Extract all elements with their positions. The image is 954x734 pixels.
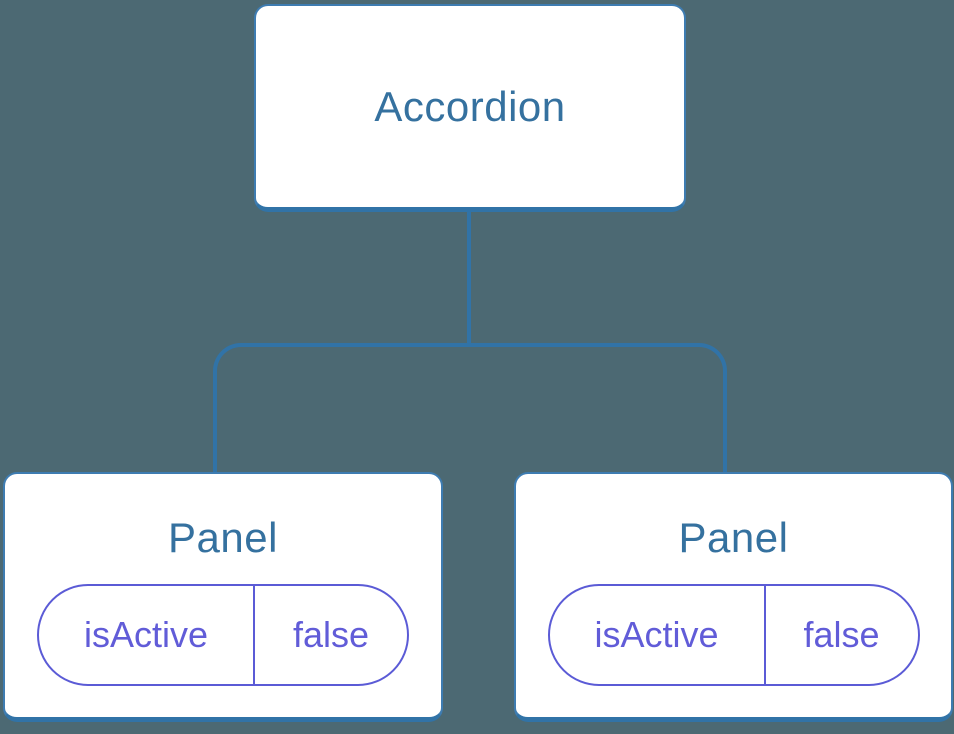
node-accordion: Accordion	[254, 4, 686, 212]
node-accordion-label: Accordion	[374, 82, 566, 130]
connector-root-stem	[467, 211, 471, 345]
state-pill-2: isActive false	[547, 584, 920, 686]
node-panel-2-label: Panel	[678, 514, 789, 561]
node-panel-1: Panel isActive false	[3, 472, 443, 722]
state-pill-1: isActive false	[37, 584, 409, 686]
connector-branch	[213, 343, 727, 472]
node-panel-1-label: Panel	[168, 514, 278, 561]
node-panel-2: Panel isActive false	[514, 472, 953, 722]
state-value: false	[803, 614, 880, 655]
state-key: isActive	[39, 586, 255, 684]
state-key: isActive	[550, 586, 766, 684]
state-value: false	[292, 614, 370, 655]
